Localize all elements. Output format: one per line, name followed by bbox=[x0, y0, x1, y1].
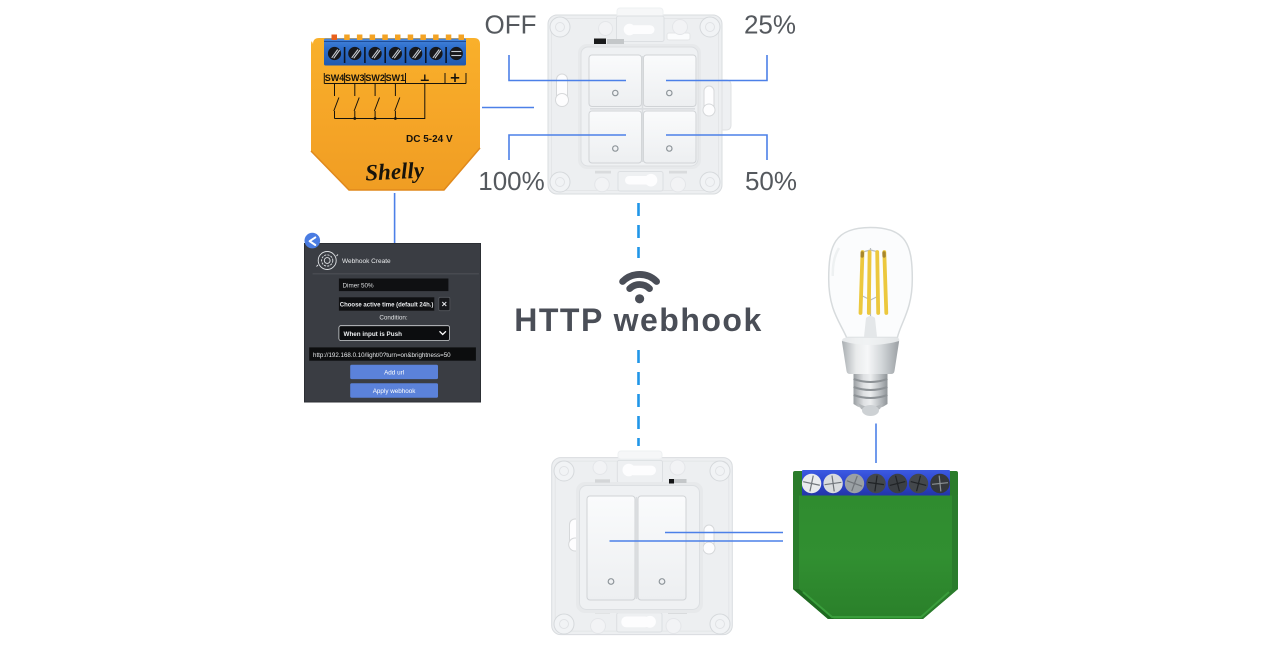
svg-text:Apply webhook: Apply webhook bbox=[373, 388, 417, 395]
svg-text:Webhook Create: Webhook Create bbox=[342, 258, 391, 265]
svg-text:SW3: SW3 bbox=[345, 73, 365, 83]
svg-text:OFF: OFF bbox=[485, 10, 537, 40]
svg-text:SW4: SW4 bbox=[325, 73, 345, 83]
svg-text:http://192.168.0.10/light/0?tu: http://192.168.0.10/light/0?turn=on&brig… bbox=[313, 352, 451, 359]
svg-text:100%: 100% bbox=[478, 166, 545, 196]
svg-text:HTTP webhook: HTTP webhook bbox=[514, 302, 763, 338]
svg-text:Dimer 50%: Dimer 50% bbox=[343, 283, 375, 290]
svg-text:Choose active time (default 24: Choose active time (default 24h.) bbox=[340, 303, 434, 309]
svg-text:When input is Push: When input is Push bbox=[344, 331, 403, 338]
svg-text:SW2: SW2 bbox=[365, 73, 385, 83]
svg-text:50%: 50% bbox=[745, 166, 797, 196]
svg-text:25%: 25% bbox=[744, 10, 796, 40]
svg-text:Shelly: Shelly bbox=[365, 157, 426, 185]
svg-text:DC 5-24 V: DC 5-24 V bbox=[406, 134, 453, 145]
svg-text:SW1: SW1 bbox=[386, 73, 406, 83]
svg-text:Add url: Add url bbox=[384, 370, 404, 377]
svg-text:Condition:: Condition: bbox=[379, 315, 408, 322]
